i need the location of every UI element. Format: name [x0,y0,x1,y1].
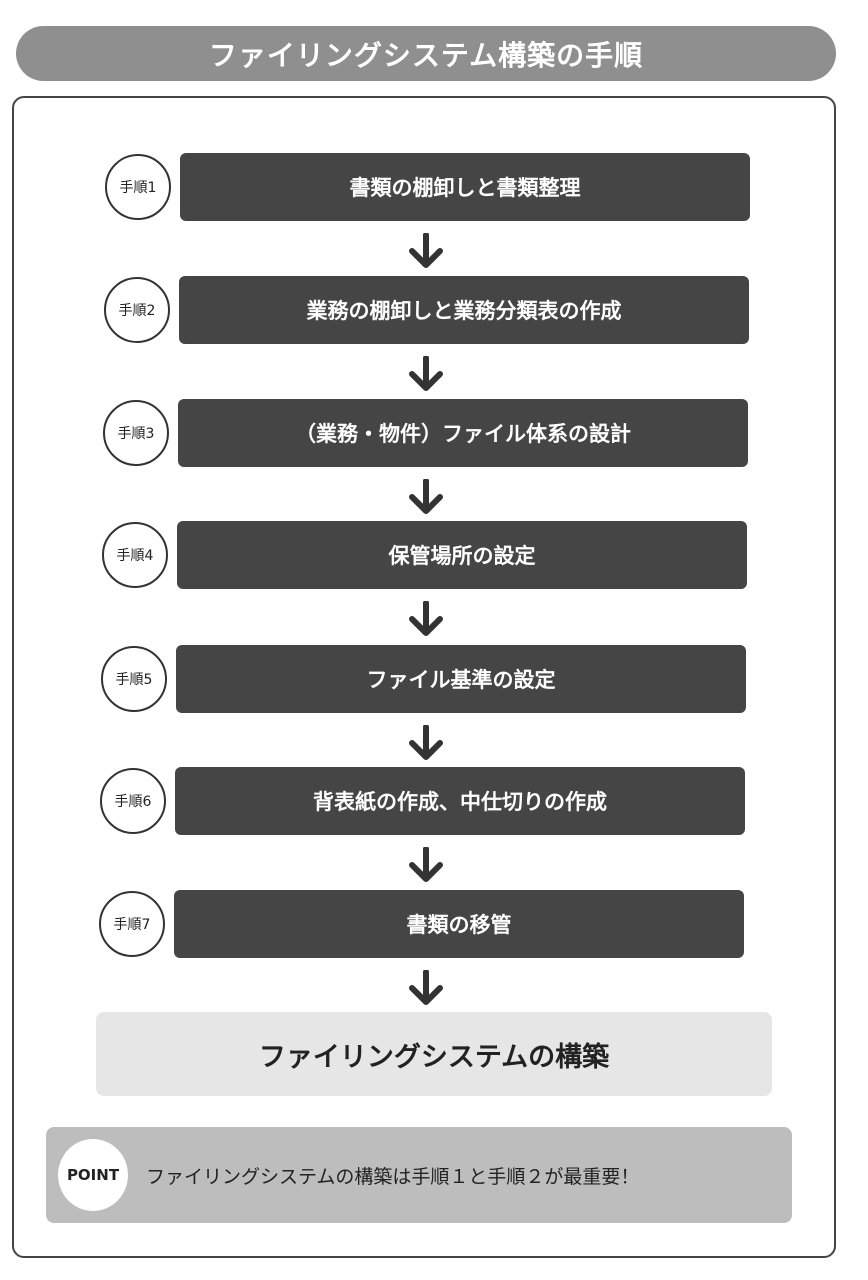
step-badge: 手順6 [100,768,166,834]
point-box: POINT ファイリングシステムの構築は手順１と手順２が最重要！ [46,1127,792,1223]
arrow-down-icon [409,847,443,882]
arrow-down-icon [409,233,443,268]
step-badge: 手順7 [99,891,165,957]
step-box: ファイル基準の設定 [176,645,746,713]
step-badge: 手順4 [102,522,168,588]
step-badge: 手順1 [105,154,171,220]
arrow-down-icon [409,356,443,391]
arrow-down-icon [409,970,443,1005]
diagram-title: ファイリングシステム構築の手順 [16,26,836,81]
diagram-frame [12,96,836,1258]
step-box: 業務の棚卸しと業務分類表の作成 [179,276,749,344]
arrow-down-icon [409,479,443,514]
step-box: （業務・物件）ファイル体系の設計 [178,399,748,467]
result-box: ファイリングシステムの構築 [96,1012,772,1096]
arrow-down-icon [409,725,443,760]
step-badge: 手順3 [103,400,169,466]
step-box: 保管場所の設定 [177,521,747,589]
step-box: 書類の移管 [174,890,744,958]
step-box: 背表紙の作成、中仕切りの作成 [175,767,745,835]
point-text: ファイリングシステムの構築は手順１と手順２が最重要！ [146,1165,640,1188]
point-badge: POINT [58,1139,128,1211]
step-box: 書類の棚卸しと書類整理 [180,153,750,221]
arrow-down-icon [409,601,443,636]
step-badge: 手順5 [101,646,167,712]
step-badge: 手順2 [104,277,170,343]
